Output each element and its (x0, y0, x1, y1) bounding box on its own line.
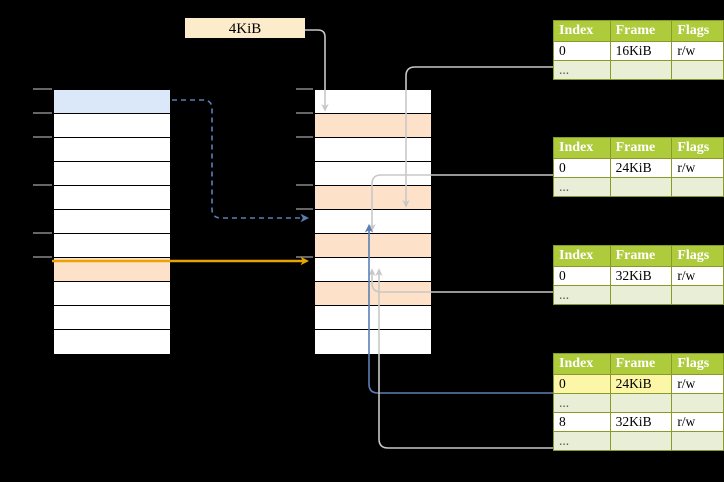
column-header-flags: Flags (671, 353, 724, 375)
table-row: ... (553, 431, 724, 451)
physical-frame-0 (315, 90, 431, 114)
cell-flags: r/w (671, 41, 724, 61)
virtual-page-to-frame-dashed-connector (172, 99, 309, 223)
table-row: ... (553, 177, 724, 197)
cell-flags: r/w (671, 374, 724, 394)
physical-frame-8 (315, 282, 431, 306)
column-header-frame: Frame (609, 245, 673, 267)
column-header-frame: Frame (609, 137, 673, 159)
cell-flags (671, 393, 724, 413)
column-header-flags: Flags (671, 137, 724, 159)
cell-index: ... (553, 285, 611, 305)
virtual-page-2 (54, 138, 170, 162)
column-header-flags: Flags (671, 20, 724, 42)
column-header-flags: Flags (671, 245, 724, 267)
cell-flags (671, 177, 724, 197)
cell-index: ... (553, 60, 611, 80)
table-row: ... (553, 60, 724, 80)
cell-frame (609, 177, 673, 197)
cell-index: 0 (553, 266, 611, 286)
cell-frame (609, 431, 673, 451)
virtual-page-0 (54, 90, 170, 114)
virtual-page-5 (54, 210, 170, 234)
virtual-page-9 (54, 306, 170, 330)
cell-flags (671, 431, 724, 451)
table-row: ... (553, 393, 724, 413)
cell-frame: 24KiB (609, 374, 673, 394)
column-header-index: Index (553, 20, 611, 42)
virtual-page-10 (54, 330, 170, 354)
virtual-page-7 (54, 258, 170, 282)
cell-index: 0 (553, 374, 611, 394)
column-header-index: Index (553, 245, 611, 267)
cell-frame: 32KiB (609, 266, 673, 286)
cell-flags (671, 60, 724, 80)
page-size-label: 4KiB (185, 18, 305, 38)
cell-frame (609, 393, 673, 413)
physical-frame-10 (315, 330, 431, 354)
cell-frame (609, 60, 673, 80)
cell-index: 0 (553, 41, 611, 61)
virtual-address-space-column (52, 88, 172, 354)
physical-frame-6 (315, 234, 431, 258)
cell-index: ... (553, 431, 611, 451)
physical-frame-5 (315, 210, 431, 234)
virtual-page-8 (54, 282, 170, 306)
cell-flags: r/w (671, 266, 724, 286)
column-header-index: Index (553, 137, 611, 159)
virtual-page-3 (54, 162, 170, 186)
table-row: ... (553, 285, 724, 305)
cell-frame: 32KiB (609, 412, 673, 432)
physical-frame-1 (315, 114, 431, 138)
cell-index: 8 (553, 412, 611, 432)
physical-frame-ticks (296, 88, 313, 258)
column-header-frame: Frame (609, 353, 673, 375)
physical-frame-2 (315, 138, 431, 162)
cell-index: ... (553, 393, 611, 413)
cell-frame: 16KiB (609, 41, 673, 61)
physical-memory-column (313, 88, 433, 354)
column-header-frame: Frame (609, 20, 673, 42)
cell-frame (609, 285, 673, 305)
physical-frame-7 (315, 258, 431, 282)
cell-frame: 24KiB (609, 158, 673, 178)
physical-frame-9 (315, 306, 431, 330)
physical-frame-4 (315, 186, 431, 210)
cell-flags: r/w (671, 412, 724, 432)
cell-index: 0 (553, 158, 611, 178)
virtual-page-4 (54, 186, 170, 210)
virtual-page-ticks (33, 88, 52, 258)
cell-flags: r/w (671, 158, 724, 178)
column-header-index: Index (553, 353, 611, 375)
cell-index: ... (553, 177, 611, 197)
virtual-page-1 (54, 114, 170, 138)
virtual-page-6 (54, 234, 170, 258)
cell-flags (671, 285, 724, 305)
physical-frame-3 (315, 162, 431, 186)
